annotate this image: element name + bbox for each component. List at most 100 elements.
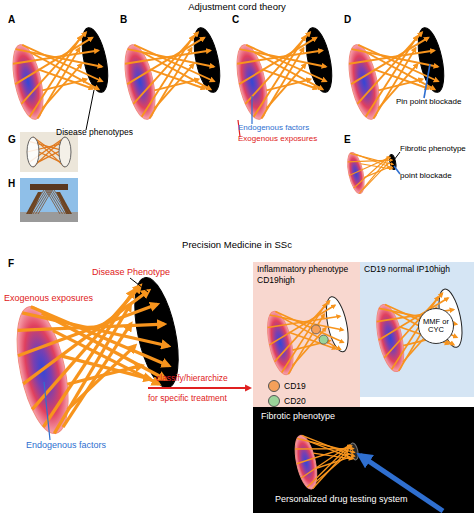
figure-title: Adjustment cord theory [0,2,474,12]
phenotype-panel: Fibrotic phenotypePersonalized drug test… [253,407,474,513]
gate-lattice [31,190,47,214]
cord-arrow [282,318,340,349]
gate-lattice [28,190,44,214]
cord-arrow [348,160,393,162]
cord-arrow [143,52,211,89]
panel-letter: F [8,258,14,269]
cord-arrow [134,45,214,81]
arrow-label: for specific treatment [148,394,227,403]
panel-letter: D [344,14,351,25]
adjustment-cord [263,295,352,377]
adjustment-cord [343,25,448,121]
panel-letter: E [344,134,351,145]
adjustment-cord [231,25,336,121]
gate-roof [30,184,68,190]
callout-text: Disease phenotypes [56,128,133,137]
cord-arrow [302,435,355,456]
therapy-circle: MMF or CYC [418,308,454,344]
cord-arrow [53,331,159,384]
cord-arrow [246,45,326,81]
panel-text: CD19high [257,276,295,285]
phenotype-panel: CD19 normal IP10highMMF or CYC [360,262,474,397]
panel-letter: G [8,134,16,145]
panel-illustration [360,262,474,397]
cord-arrow [367,52,435,89]
drum-head [27,137,39,167]
leader-line [251,96,252,124]
panel-letter: A [8,14,15,25]
cord-arrow [31,307,169,366]
drum-head [59,137,71,167]
cord-arrow [357,32,422,104]
blockade-line [394,166,400,174]
adjustment-cord [119,25,224,121]
callout-text: Endogenous factors [238,124,309,133]
gate-lattice [38,190,52,214]
cord-arrow [275,301,330,362]
section-heading: Precision Medicine in SSc [0,240,474,250]
gate-lattice [54,190,70,214]
cord-arrow [270,315,343,330]
cord-arrow [22,45,102,81]
cord-arrow [361,164,392,169]
blockade-line [424,64,430,98]
legend-item: CD19 [268,377,306,393]
sky [20,178,78,222]
cord-arrow [133,32,198,104]
adjustment-cord [7,25,112,121]
callout-text: Exogenous exposures [238,135,317,144]
cord-arrow [352,49,438,67]
marker-dot [312,325,321,334]
panel-heading: Fibrotic phenotype [261,412,335,422]
adjustment-cord [345,151,397,195]
gate-lattice [52,190,68,214]
adjustment-cord [291,433,359,490]
callout-text: Pin point blockade [396,98,461,107]
cord-arrow [38,69,93,88]
legend-text: CD19 [284,381,306,391]
cord-arrow [16,49,102,67]
cord-arrow [275,311,343,342]
leader-line [130,278,148,292]
cord-arrow [313,453,352,459]
cord-arrow [308,441,354,459]
cord-arrow [21,32,86,104]
arrow-label: classify/hierarchize [156,374,228,383]
gate-lattice [46,190,60,214]
gate-photo [20,178,78,222]
factor-end [291,433,321,490]
cord-arrow [289,332,336,348]
cord-arrow [255,52,323,89]
legend-swatch [268,395,280,407]
panel-heading: CD19 normal IP10high [364,265,450,274]
cord-arrow [245,32,310,104]
callout-text: Fibrotic phenotype [400,145,466,154]
marker-dot [319,335,328,344]
leader-line [394,152,400,160]
leader-line [86,90,94,130]
panel-letter: H [8,178,15,189]
cord-arrow [128,49,214,67]
legend-swatch [268,380,280,392]
cord-arrow [150,69,205,88]
panel-heading: MMF or CYC [419,318,453,335]
photo-frame [20,132,78,172]
adjustment-cord [372,287,467,374]
cord-arrow [240,49,326,67]
callout-text: point blockade [400,172,452,181]
cord-arrow [31,52,99,89]
drum-photo [20,132,78,172]
panel-letter: C [232,14,239,25]
legend-item: CD20 [268,392,306,408]
cord-arrow [374,69,429,88]
leader-line [44,382,50,440]
cord-arrow [358,45,438,81]
callout-text: Endogenous factors [26,441,106,451]
panel-heading: Inflammatory phenotype [257,265,348,274]
cord-arrow [262,69,317,88]
panel-letter: B [120,14,127,25]
legend-text: CD20 [284,396,306,406]
panel-text: Personalized drug testing system [275,495,408,505]
callout-text: Disease Phenotype [92,268,170,278]
